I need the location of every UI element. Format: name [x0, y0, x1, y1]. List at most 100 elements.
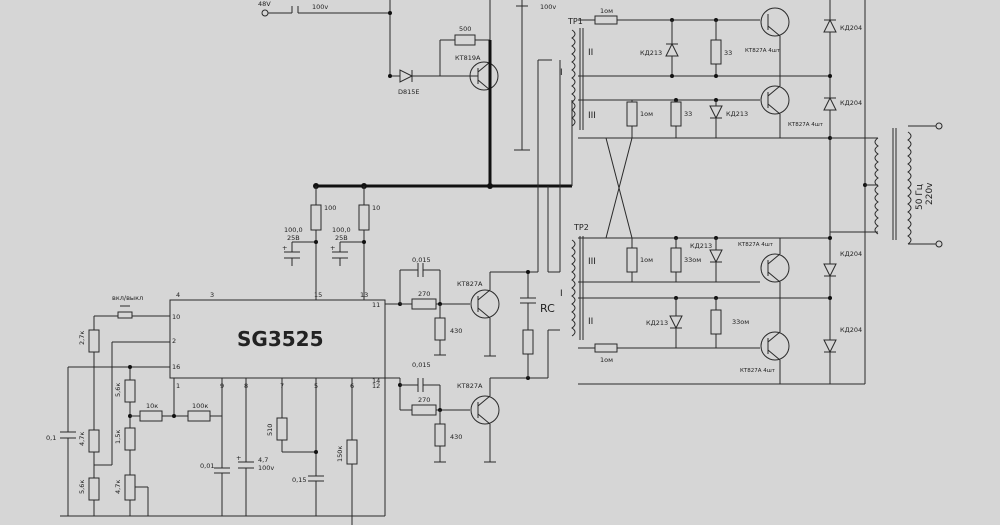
output-transformer: 50 Гц 220v: [830, 122, 943, 248]
svg-text:КД204: КД204: [840, 250, 862, 258]
svg-text:0,01: 0,01: [200, 462, 214, 470]
svg-text:КТ827А: КТ827А: [457, 280, 483, 288]
svg-text:220v: 220v: [925, 182, 935, 205]
resistor-270b: [411, 404, 437, 416]
svg-text:100,0: 100,0: [284, 226, 303, 234]
timing-section: 0,01 + 4,7 100v 510 0,15 150к: [200, 378, 386, 525]
resistor-4.7k: [88, 429, 100, 453]
svg-text:500: 500: [459, 25, 471, 33]
svg-text:1ом: 1ом: [640, 256, 653, 264]
resistor-5.6k-b: [88, 477, 100, 501]
svg-text:510: 510: [266, 424, 274, 436]
svg-text:I: I: [560, 68, 563, 78]
svg-text:33: 33: [684, 110, 692, 118]
svg-text:ТР2: ТР2: [573, 223, 589, 232]
svg-text:КД213: КД213: [726, 110, 748, 118]
diode-kd213-b-icon: [709, 105, 723, 120]
resistor-2.7k: [88, 329, 100, 353]
svg-text:50 Гц: 50 Гц: [915, 184, 925, 210]
svg-text:2,7к: 2,7к: [78, 331, 86, 345]
resistor-10k: [139, 410, 163, 422]
diode-kd213-a-icon: [665, 42, 679, 57]
svg-text:I: I: [560, 289, 563, 299]
diode-kd204-c-icon: [823, 263, 837, 278]
switch-label: вкл/выкл: [112, 294, 143, 302]
svg-text:5,6к: 5,6к: [114, 383, 122, 397]
rc-resistor: [522, 329, 534, 355]
cap-top1-label: 100v: [312, 3, 328, 11]
svg-text:13: 13: [360, 291, 368, 299]
svg-text:33ом: 33ом: [732, 318, 749, 326]
supply-section: 48V 100v 100v: [258, 0, 556, 151]
svg-text:4: 4: [176, 291, 180, 299]
svg-text:0,15: 0,15: [292, 476, 306, 484]
resistor-430a: [434, 317, 446, 341]
resistor-1om-b: [626, 101, 638, 127]
svg-text:25В: 25В: [287, 234, 300, 242]
svg-text:11: 11: [372, 301, 380, 309]
svg-text:33: 33: [724, 49, 732, 57]
resistor-33-a: [710, 39, 722, 65]
resistor-33om-d: [710, 309, 722, 335]
transformer-tp1: ТР1 II I III: [559, 17, 596, 272]
svg-text:III: III: [588, 257, 596, 267]
svg-text:III: III: [588, 111, 596, 121]
svg-text:0,015: 0,015: [412, 256, 431, 264]
svg-text:14: 14: [372, 377, 380, 385]
potentiometer-4.7k[interactable]: [124, 474, 136, 501]
driver-a: 0,015 270 430 КТ827А: [385, 59, 552, 355]
svg-text:+: +: [330, 244, 335, 252]
svg-text:25В: 25В: [335, 234, 348, 242]
svg-text:1: 1: [176, 382, 180, 390]
svg-text:16: 16: [172, 363, 180, 371]
svg-text:КД213: КД213: [646, 319, 668, 327]
svg-text:0,015: 0,015: [412, 361, 431, 369]
diode-kd213-c-icon: [709, 249, 723, 264]
ic-name: SG3525: [237, 327, 323, 351]
svg-text:+: +: [236, 454, 241, 462]
svg-text:270: 270: [418, 290, 430, 298]
output-terminal-top: [935, 122, 943, 130]
svg-text:10к: 10к: [146, 402, 158, 410]
svg-text:15: 15: [314, 291, 322, 299]
svg-text:0,1: 0,1: [46, 434, 56, 442]
svg-text:КТ827А 4шт: КТ827А 4шт: [738, 242, 774, 248]
resistor-510: [276, 417, 288, 441]
resistor-270a: [411, 298, 437, 310]
ground-ticks: [312, 299, 496, 463]
svg-text:5,6к: 5,6к: [78, 480, 86, 494]
svg-text:270: 270: [418, 396, 430, 404]
svg-text:12: 12: [372, 382, 380, 390]
d815-label: D815E: [398, 88, 420, 96]
svg-text:II: II: [588, 48, 593, 58]
power-switch[interactable]: [117, 311, 133, 319]
diode-kd213-d-icon: [669, 315, 683, 330]
resistor-500: [454, 34, 476, 46]
diode-kd204-b-icon: [823, 96, 837, 111]
svg-text:100,0: 100,0: [332, 226, 351, 234]
resistor-1.5k: [124, 427, 136, 451]
output-stage-bottom: 1ом 33ом КД213 КТ827А 4шт КД213 33ом: [578, 236, 865, 385]
svg-text:1ом: 1ом: [600, 7, 613, 15]
svg-text:150к: 150к: [336, 446, 344, 462]
svg-text:100к: 100к: [192, 402, 208, 410]
supply-terminal: [261, 9, 269, 17]
resistor-430b: [434, 423, 446, 447]
ic-body: [169, 299, 386, 379]
driver-b: 0,015 270 430 КТ827А RC: [385, 270, 560, 462]
resistor-5.6k: [124, 379, 136, 403]
output-terminal-bottom: [935, 240, 943, 248]
sg3525-ic: SG3525 4 3 15 13 10 2 16 11 14 1 9 8 7 5…: [169, 291, 386, 390]
resistor-33om-c: [670, 247, 682, 273]
crossover-wiring: [605, 137, 633, 239]
svg-text:33ом: 33ом: [684, 256, 701, 264]
resistor-150k: [346, 439, 358, 465]
svg-text:КТ827А 4шт: КТ827А 4шт: [788, 122, 824, 128]
diode-kd204-a-icon: [823, 18, 837, 33]
resistor-1om-a: [594, 15, 618, 25]
svg-text:КД204: КД204: [840, 24, 862, 32]
resistor-100: [310, 204, 322, 231]
freewheel-diodes: КД204 КД204 КД204 КД204: [823, 0, 866, 384]
svg-text:КД204: КД204: [840, 326, 862, 334]
